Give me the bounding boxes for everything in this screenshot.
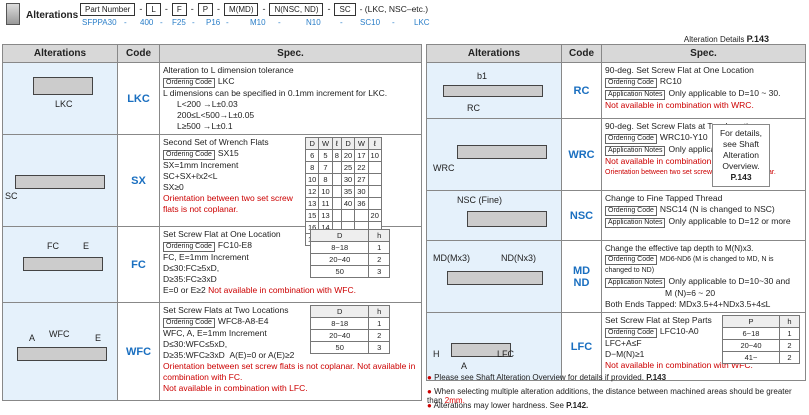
code-rc: RC [561,62,602,119]
code-md-nd: MD ND [561,240,602,313]
code-fc: FC [117,226,160,303]
pn-value: LKC [414,18,430,27]
wrc-sketch: WRC [426,118,562,191]
fc-sketch: FC E [2,226,118,303]
table-row: SC SX Second Set of Wrench Flats Orderin… [2,134,422,246]
spec-lfc: Set Screw Flat at Step Parts Ordering Co… [601,312,806,381]
pn-box: F [171,2,187,16]
alteration-details-ref[interactable]: Alteration Details P.143 [683,34,769,44]
code-sx: SX [117,134,160,227]
pn-box: SC [334,2,356,16]
right-alterations-table: Alterations Code Spec. b1 RC RC 90-deg. … [426,44,806,381]
left-alterations-table: Alterations Code Spec. LKC LKC Alteratio… [2,44,422,401]
pn-value: P16 [206,18,221,27]
code-wrc: WRC [561,118,602,191]
table-row: WRC WRC 90-deg. Set Screw Flats at Two L… [426,118,806,191]
spec-sx: Second Set of Wrench Flats Ordering Code… [159,134,422,246]
table-row: b1 RC RC 90-deg. Set Screw Flat at One L… [426,62,806,119]
spec-wfc: Set Screw Flats at Two Locations Orderin… [159,302,422,401]
pn-box: N(NSC, ND) [269,2,324,16]
table-row: NSC (Fine) NSC Change to Fine Tapped Thr… [426,190,806,241]
pn-box: P [197,2,214,16]
spec-nsc: Change to Fine Tapped Thread Ordering Co… [601,190,806,241]
rc-sketch: b1 RC [426,62,562,119]
footer-note-2: ● When selecting multiple alteration add… [427,387,792,405]
spec-lkc: Alteration to L dimension tolerance Orde… [159,62,422,135]
header-title: Alterations [26,10,79,21]
pn-value: 400 [140,18,154,27]
pn-value: SFPPA30 [82,18,117,27]
part-number-format: Part Number - L - F - P - M(MD) - N(NSC,… [80,2,428,16]
code-lkc: LKC [117,62,160,135]
table-row: LKC LKC Alteration to L dimension tolera… [2,62,422,135]
pn-value: F25 [172,18,186,27]
pn-value: N10 [306,18,321,27]
lfc-sketch: H A LFC [426,312,562,381]
nsc-sketch: NSC (Fine) [426,190,562,241]
code-nsc: NSC [561,190,602,241]
spec-fc: Set Screw Flat at One Location Ordering … [159,226,422,303]
wfc-sketch: A WFC E [2,302,118,401]
sx-sketch: SC [2,134,118,227]
spec-rc: 90-deg. Set Screw Flat at One Location O… [601,62,806,119]
table-row: H A LFC LFC Set Screw Flat at Step Parts… [426,312,806,381]
footer-note-1: ● Please see Shaft Alteration Overview f… [427,373,667,382]
wrench-flat-icon [6,3,20,25]
table-row: FC E FC Set Screw Flat at One Location O… [2,226,422,303]
spec-wrc: 90-deg. Set Screw Flats at Two Locations… [601,118,806,191]
pn-value: SC10 [360,18,381,27]
pn-box: L [146,2,161,16]
lkc-sketch: LKC [2,62,118,135]
spec-md-nd: Change the effective tap depth to M(N)x3… [601,240,806,313]
code-lfc: LFC [561,312,602,381]
table-row: MD(Mx3) ND(Nx3) MD ND Change the effecti… [426,240,806,313]
pn-box: Part Number [80,2,136,16]
md-nd-sketch: MD(Mx3) ND(Nx3) [426,240,562,313]
shaft-overview-note[interactable]: For details, see Shaft Alteration Overvi… [712,124,770,187]
footer-note-3: ● Alterations may lower hardness. See P.… [427,401,589,410]
pn-value: M10 [250,18,266,27]
header: Alterations Part Number - L - F - P - M(… [0,0,809,30]
code-wfc: WFC [117,302,160,401]
table-row: A WFC E WFC Set Screw Flats at Two Locat… [2,302,422,401]
pn-box: M(MD) [224,2,259,16]
